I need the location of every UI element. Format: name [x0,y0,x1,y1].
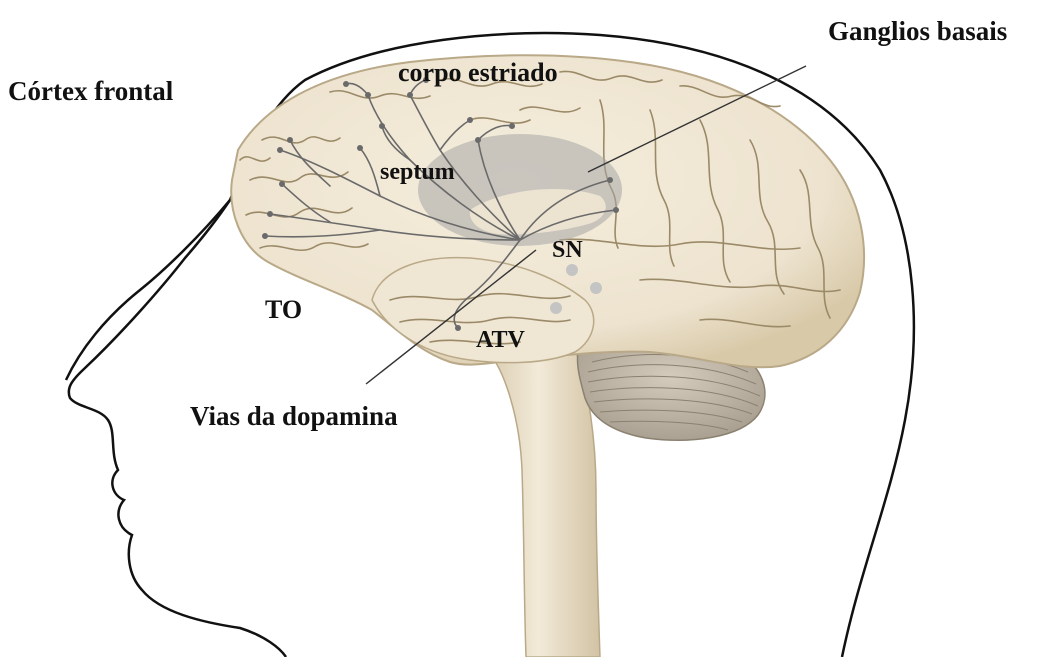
label-corpo-estriado: corpo estriado [398,60,558,86]
label-atv: ATV [476,328,525,352]
label-septum: septum [380,160,455,184]
label-vias-da-dopamina: Vias da dopamina [190,403,398,430]
label-ganglios-basais: Ganglios basais [828,18,1007,45]
label-cortex-frontal: Córtex frontal [8,78,173,105]
label-to: TO [265,297,302,323]
label-sn: SN [552,238,583,262]
brainstem [488,352,600,657]
